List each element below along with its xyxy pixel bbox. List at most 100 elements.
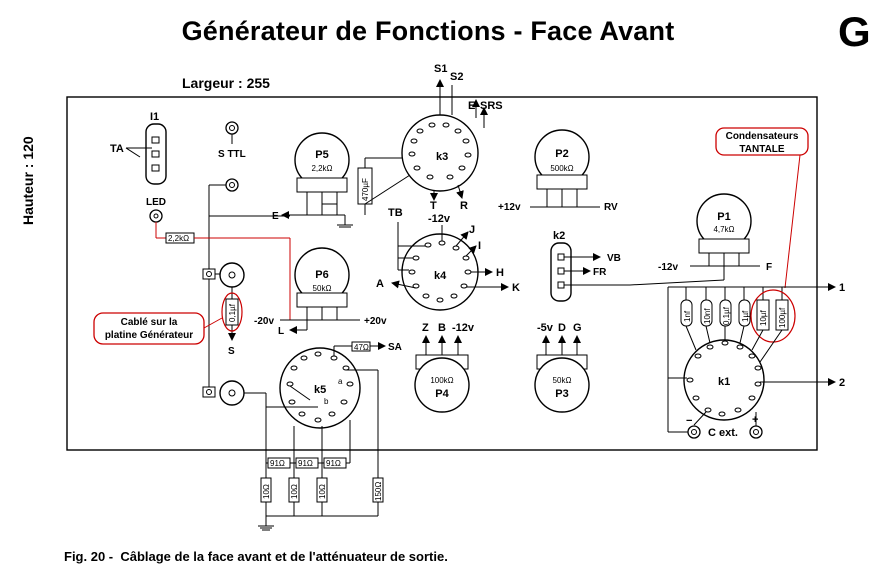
k2-label: k2 (553, 230, 565, 242)
p1-label: P1 (717, 211, 730, 223)
p2-rv: RV (604, 202, 618, 213)
pot-p2: P2 500kΩ +12v RV (498, 129, 618, 213)
cable-note-line1: Cablé sur la (121, 317, 178, 328)
bnc-s: 0,1µf S (202, 262, 245, 357)
c1nf-label: 1nf (683, 310, 692, 322)
c01uf-label: 0,1µf (722, 306, 731, 325)
switch-k5: k5 a b 47Ω SA (265, 341, 402, 500)
p2-plus12v: +12v (498, 202, 521, 213)
k5-a: a (338, 377, 343, 386)
k3-label: k3 (436, 151, 448, 163)
k3-s2: S2 (450, 71, 463, 83)
r91a-label: 91Ω (270, 459, 285, 468)
figure-letter: G (838, 8, 871, 55)
tantale-line1: Condensateurs (726, 131, 799, 142)
p6-value: 50kΩ (313, 284, 332, 293)
c10uf-label: 10µf (759, 309, 768, 326)
p6-plus20v: +20v (364, 316, 387, 327)
r22k-label: 2,2kΩ (168, 234, 189, 243)
k3-e: E (468, 100, 475, 112)
cap-470uf: 470µF (337, 157, 420, 228)
k2-vb: VB (607, 253, 621, 264)
k1-label: k1 (718, 376, 730, 388)
r47-label: 47Ω (354, 343, 369, 352)
switch-k4: k4 TB -12v J I H K A (376, 207, 520, 311)
figure-caption: Fig. 20 - Câblage de la face avant et de… (64, 549, 448, 564)
k2-fr: FR (593, 267, 607, 278)
p3-value: 50kΩ (553, 376, 572, 385)
pot-p3: -5v D G 50kΩ P3 (534, 322, 590, 413)
cap01-s-label: 0,1µf (228, 303, 237, 322)
page-title: Générateur de Fonctions - Face Avant (181, 16, 675, 46)
k3-s1: S1 (434, 63, 447, 75)
k4-label: k4 (434, 270, 447, 282)
r10a-label: 10Ω (262, 484, 271, 499)
note-cable: Cablé sur la platine Générateur (93, 312, 223, 345)
p4-b: B (438, 322, 446, 334)
k4-a: A (376, 278, 384, 290)
p6-label: P6 (315, 269, 328, 281)
p4-value: 100kΩ (430, 376, 453, 385)
k4-h: H (496, 267, 504, 279)
k5-label: k5 (314, 384, 326, 396)
p1-minus12v: -12v (658, 262, 678, 273)
p2-value: 500kΩ (550, 164, 573, 173)
k4-k: K (512, 282, 520, 294)
cext-label: C ext. (708, 427, 738, 439)
front-panel (66, 96, 818, 451)
r91c-label: 91Ω (326, 459, 341, 468)
k4-minus12v: -12v (428, 213, 451, 225)
p6-minus20v: -20v (254, 316, 274, 327)
p3-label: P3 (555, 388, 568, 400)
p4-label: P4 (435, 388, 449, 400)
switch-k1: 1 1nf 10nf 0,1µf 1µf 10µf 100µf k1 (667, 282, 845, 439)
bnc-sa (202, 380, 266, 406)
p5-value: 2,2kΩ (311, 164, 332, 173)
cable-note-line2: platine Générateur (105, 330, 193, 341)
tantale-line2: TANTALE (739, 144, 785, 155)
sttl-label: S TTL (218, 149, 246, 160)
pot-p5: P5 2,2kΩ E (272, 132, 350, 222)
p4-z: Z (422, 322, 429, 334)
k5-sa: SA (388, 342, 402, 353)
jack-ground (208, 178, 239, 395)
pot-p1: P1 4,7kΩ -12v F (658, 193, 772, 280)
r10b-label: 10Ω (290, 484, 299, 499)
p1-value: 4,7kΩ (713, 225, 734, 234)
p4-minus12v: -12v (452, 322, 475, 334)
cext-plus: + (752, 414, 758, 426)
led: LED 2,2kΩ (146, 197, 291, 320)
cap470-label: 470µF (361, 178, 370, 201)
r10c-label: 10Ω (318, 484, 327, 499)
k3-r: R (460, 200, 468, 212)
switch-k2: k2 VB FR (550, 230, 725, 302)
k3-srs: SRS (480, 100, 503, 112)
k5-b: b (324, 397, 329, 406)
out1-label: 1 (839, 282, 845, 294)
out2-label: 2 (839, 377, 845, 389)
r150-label: 150Ω (374, 482, 383, 501)
switch-k3: k3 S1 S2 E SRS T R (401, 63, 503, 212)
note-tantale: Condensateurs TANTALE (715, 127, 809, 289)
k4-j: J (469, 224, 475, 236)
c100uf-label: 100µf (778, 307, 787, 328)
pot-p4: Z B -12v 100kΩ P4 (414, 322, 475, 413)
attenuator: 91Ω 91Ω 91Ω 10Ω 10Ω 10Ω 150Ω (258, 407, 384, 531)
cext-minus: − (686, 415, 692, 427)
c1uf-label: 1µf (741, 310, 750, 322)
ta-label: TA (110, 143, 124, 155)
r91b-label: 91Ω (298, 459, 313, 468)
p3-g: G (573, 322, 582, 334)
p6-l: L (278, 326, 284, 337)
p3-d: D (558, 322, 566, 334)
switch-i1: I1 TA (110, 111, 167, 185)
p5-e-label: E (272, 211, 279, 222)
p2-label: P2 (555, 148, 568, 160)
c10nf-label: 10nf (703, 308, 712, 324)
i1-label: I1 (150, 111, 159, 123)
k4-tb: TB (388, 207, 403, 219)
k3-t: T (430, 200, 437, 212)
p5-label: P5 (315, 149, 328, 161)
width-label: Largeur : 255 (182, 75, 270, 91)
